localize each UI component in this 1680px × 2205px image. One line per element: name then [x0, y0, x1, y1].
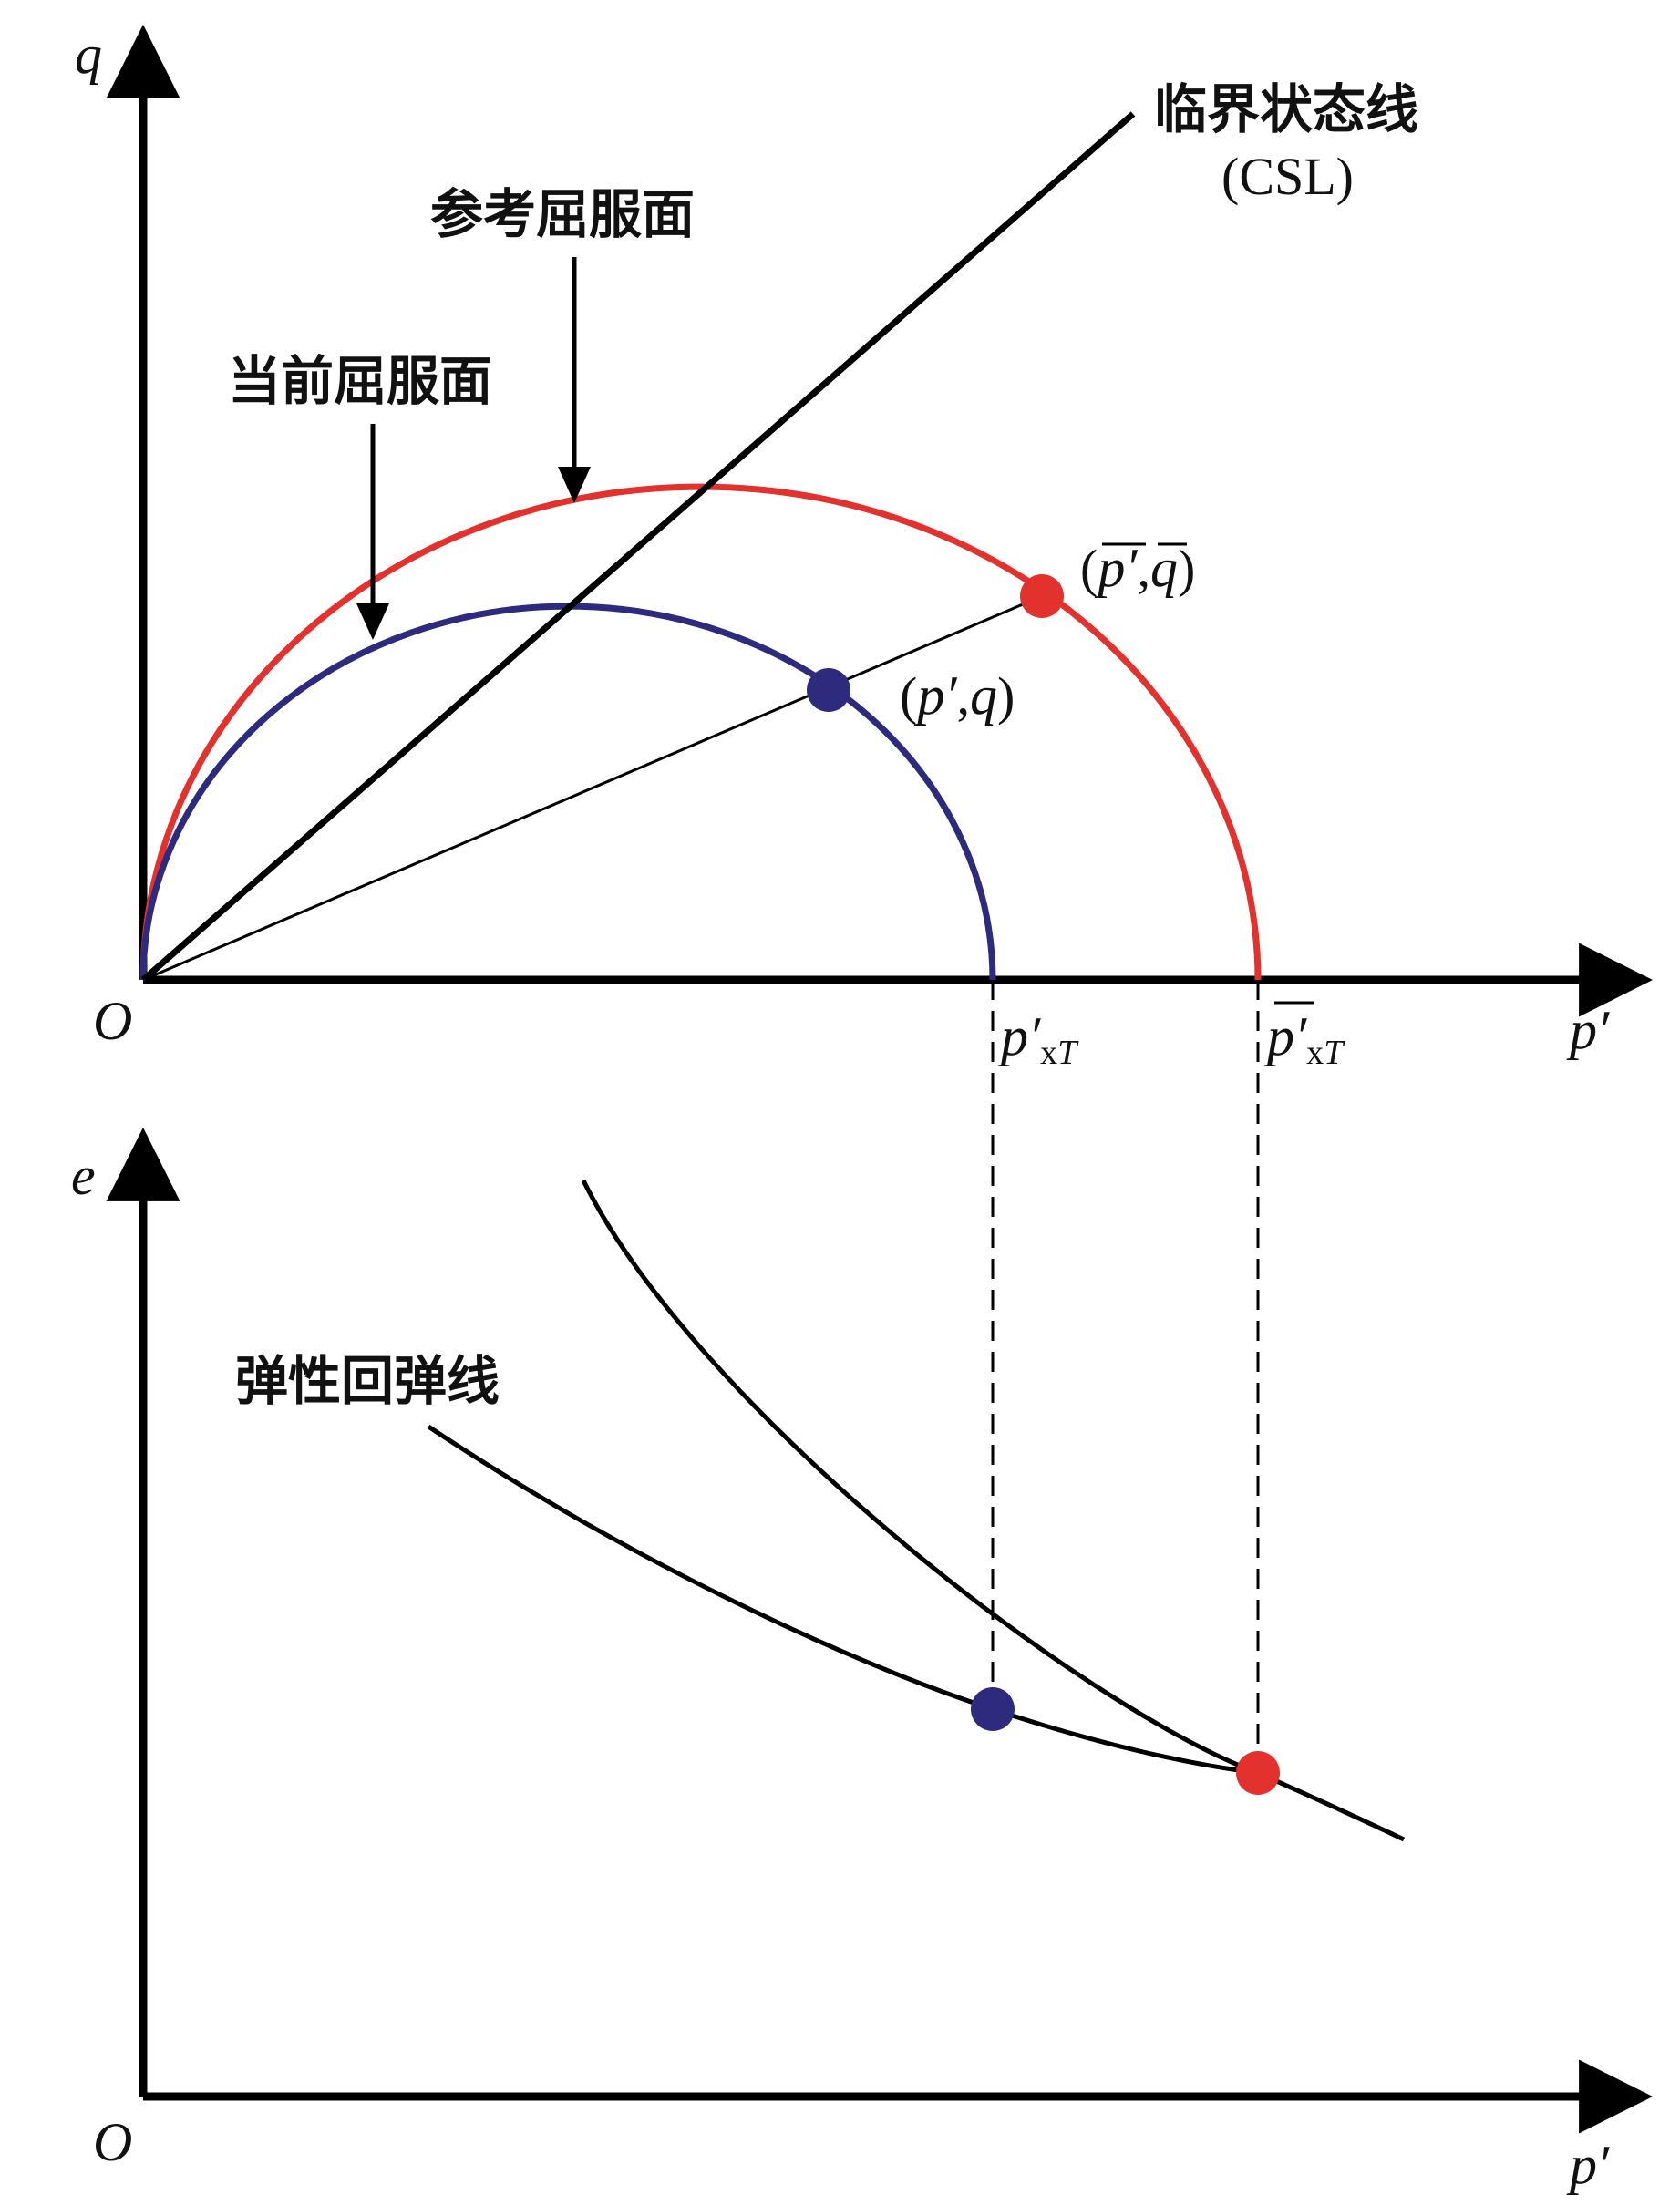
pxT-bar-label: p′xT	[1263, 1006, 1345, 1072]
radial-line	[142, 594, 1043, 982]
csl-label: 临界状态线	[1154, 78, 1418, 140]
compression-curve	[581, 1179, 1406, 1842]
p-axis-label-top: p′	[1566, 1000, 1610, 1060]
top-origin-label: O	[93, 991, 132, 1051]
arrow-down-icon	[356, 424, 389, 640]
current-void-point	[971, 1687, 1015, 1731]
bottom-panel: e O p′ 弹性回弹线	[71, 1127, 1654, 2195]
current-point-label: (p′,q)	[900, 665, 1015, 726]
current-surface-label: 当前屈服面	[228, 350, 492, 412]
reference-point-label: (p′,q)	[1080, 538, 1195, 598]
top-panel: q O p′ 临界状态线 (CSL) 参考屈服面 当前屈服面 (p′,q) (p…	[75, 24, 1654, 1072]
reference-surface-label: 参考屈服面	[430, 183, 695, 245]
q-axis-label: q	[75, 25, 102, 85]
p-axis-label-bottom: p′	[1566, 2135, 1610, 2195]
pxT-label: p′xT	[997, 1006, 1079, 1072]
bottom-origin-label: O	[93, 2112, 132, 2172]
reference-void-point	[1236, 1751, 1280, 1795]
unloading-line-label: 弹性回弹线	[235, 1350, 500, 1412]
reference-stress-point	[1020, 574, 1064, 618]
elastic-unloading-line	[427, 1424, 1259, 1776]
e-axis-label: e	[71, 1146, 96, 1206]
reference-yield-surface	[139, 483, 1262, 981]
critical-state-line	[140, 111, 1136, 983]
current-stress-point	[807, 668, 850, 712]
csl-abbrev: (CSL)	[1221, 147, 1354, 206]
arrow-down-icon	[558, 257, 591, 503]
